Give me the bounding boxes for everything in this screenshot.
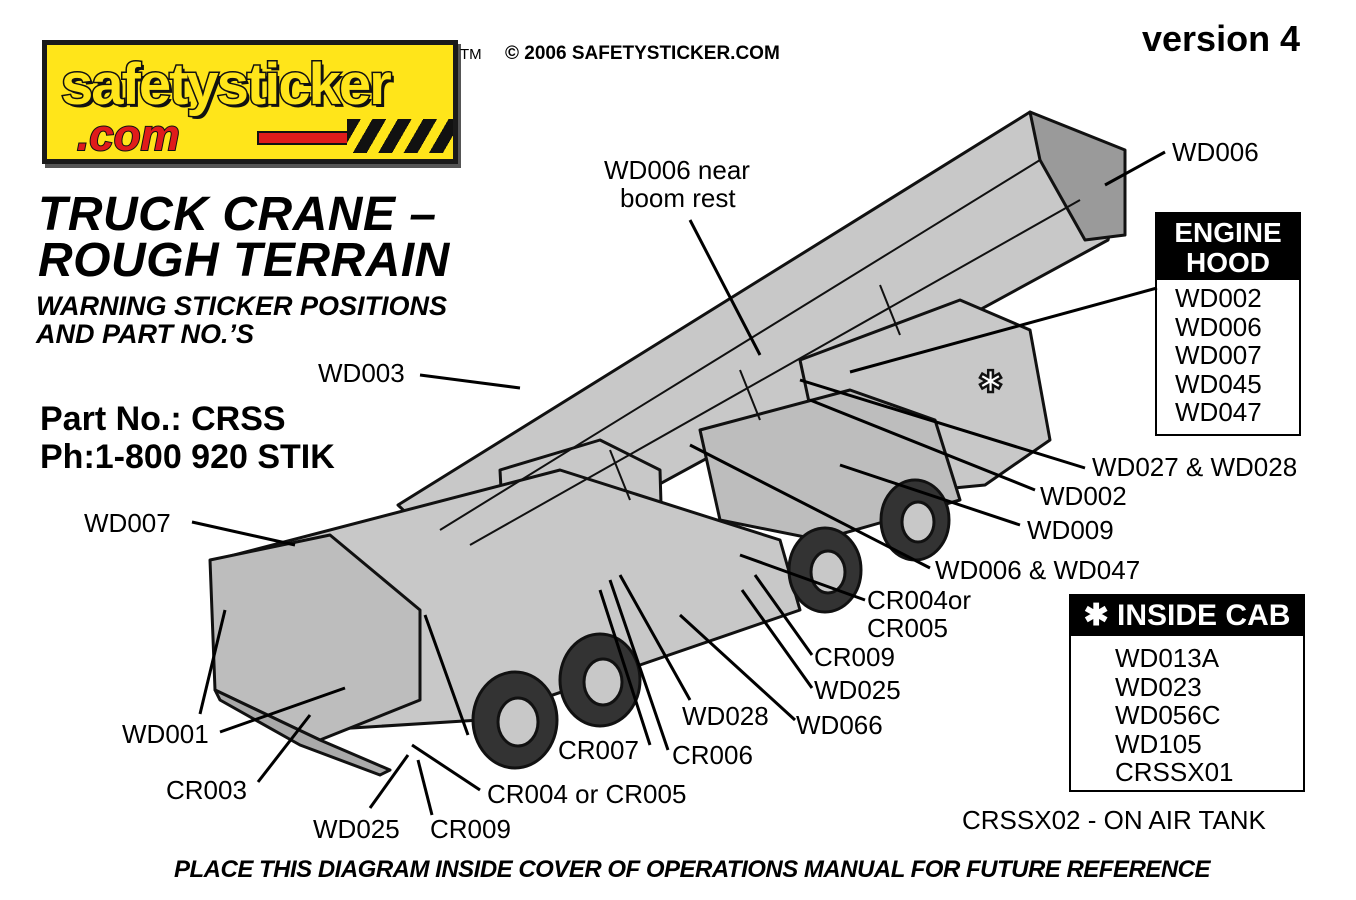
callout-wd027-wd028: WD027 & WD028 <box>1092 452 1298 482</box>
logo-dotcom-text: .com <box>76 110 181 160</box>
page-subtitle: WARNING STICKER POSITIONS AND PART NO.’S <box>36 292 447 348</box>
list-item: WD013A <box>1115 643 1220 673</box>
list-item: WD007 <box>1175 340 1262 371</box>
version-label: version 4 <box>1142 18 1301 59</box>
callout-cr004or-line1: CR004or <box>867 585 972 615</box>
page-title: TRUCK CRANE – ROUGH TERRAIN <box>38 188 450 287</box>
engine-hood-header-line1: ENGINE <box>1174 217 1282 248</box>
callout-cr009-bottom: CR009 <box>430 814 511 844</box>
subtitle-line-1: WARNING STICKER POSITIONS <box>36 291 448 321</box>
callout-wd028: WD028 <box>682 701 769 731</box>
logo-hazard-stripes <box>347 119 453 153</box>
callout-wd006-near-line2: boom rest <box>620 183 736 213</box>
callout-wd007: WD007 <box>84 508 171 538</box>
callout-wd006-boom-head: WD006 <box>1172 137 1259 167</box>
logo-main-text: safetysticker <box>60 51 394 119</box>
callout-wd009: WD009 <box>1027 515 1114 545</box>
list-item: CRSSX01 <box>1115 757 1234 788</box>
callout-wd003: WD003 <box>318 358 405 388</box>
callout-air-tank: CRSSX02 - ON AIR TANK <box>962 805 1266 835</box>
callout-wd025-right: WD025 <box>814 675 901 705</box>
list-item: WD047 <box>1175 397 1262 428</box>
inside-cab-header: ✱ INSIDE CAB <box>1071 596 1303 636</box>
callout-cr007: CR007 <box>558 735 639 765</box>
callout-cr004-or-cr005: CR004 or CR005 <box>487 779 687 809</box>
subtitle-line-2: AND PART NO.’S <box>36 319 255 349</box>
title-line-1: TRUCK CRANE – <box>38 188 437 241</box>
callout-cr003: CR003 <box>166 775 247 805</box>
inside-cab-list: WD013A WD023 WD056C WD105 CRSSX01 <box>1071 636 1303 787</box>
phone-number: Ph:1-800 920 STIK <box>40 438 335 476</box>
inside-cab-box: ✱ INSIDE CAB WD013A WD023 WD056C WD105 C… <box>1069 594 1305 792</box>
title-line-2: ROUGH TERRAIN <box>38 234 450 287</box>
wheels <box>471 478 951 770</box>
callout-wd006-near-line1: WD006 near <box>604 155 750 185</box>
safetysticker-logo: safetysticker .com <box>42 40 458 164</box>
list-item: WD002 <box>1175 283 1262 313</box>
counterweight-front <box>213 688 392 777</box>
boom-detail <box>439 159 1081 546</box>
list-item: WD056C <box>1115 700 1221 731</box>
cab-asterisk-marker: ✱ <box>978 366 1003 399</box>
boom-head <box>1028 110 1127 242</box>
callout-wd001: WD001 <box>122 719 209 749</box>
engine-hood-header-line2: HOOD <box>1186 247 1270 278</box>
part-number: Part No.: CRSS <box>40 400 286 438</box>
callout-cr006: CR006 <box>672 740 753 770</box>
callout-wd066: WD066 <box>796 710 883 740</box>
engine-hood-header: ENGINE HOOD <box>1157 214 1299 280</box>
callout-wd002: WD002 <box>1040 481 1127 511</box>
callout-cr004or-line2: CR005 <box>867 613 948 643</box>
callout-wd006-wd047: WD006 & WD047 <box>935 555 1141 585</box>
callout-cr009-right: CR009 <box>814 642 895 672</box>
list-item: WD045 <box>1175 368 1262 399</box>
list-item: WD105 <box>1115 728 1202 759</box>
leader-lines <box>191 150 1166 816</box>
engine-hood-list: WD002 WD006 WD007 WD045 WD047 <box>1157 280 1299 427</box>
list-item: WD023 <box>1115 671 1202 702</box>
list-item: WD006 <box>1175 311 1262 342</box>
copyright-text: © 2006 SAFETYSTICKER.COM <box>505 43 780 64</box>
trademark-mark: TM <box>460 46 482 63</box>
engine-hood-box: ENGINE HOOD WD002 WD006 WD007 WD045 WD04… <box>1155 212 1301 436</box>
callout-wd025-bottom: WD025 <box>313 814 400 844</box>
part-info: Part No.: CRSS Ph:1-800 920 STIK <box>40 400 335 476</box>
footer-instruction: PLACE THIS DIAGRAM INSIDE COVER OF OPERA… <box>174 856 1211 883</box>
